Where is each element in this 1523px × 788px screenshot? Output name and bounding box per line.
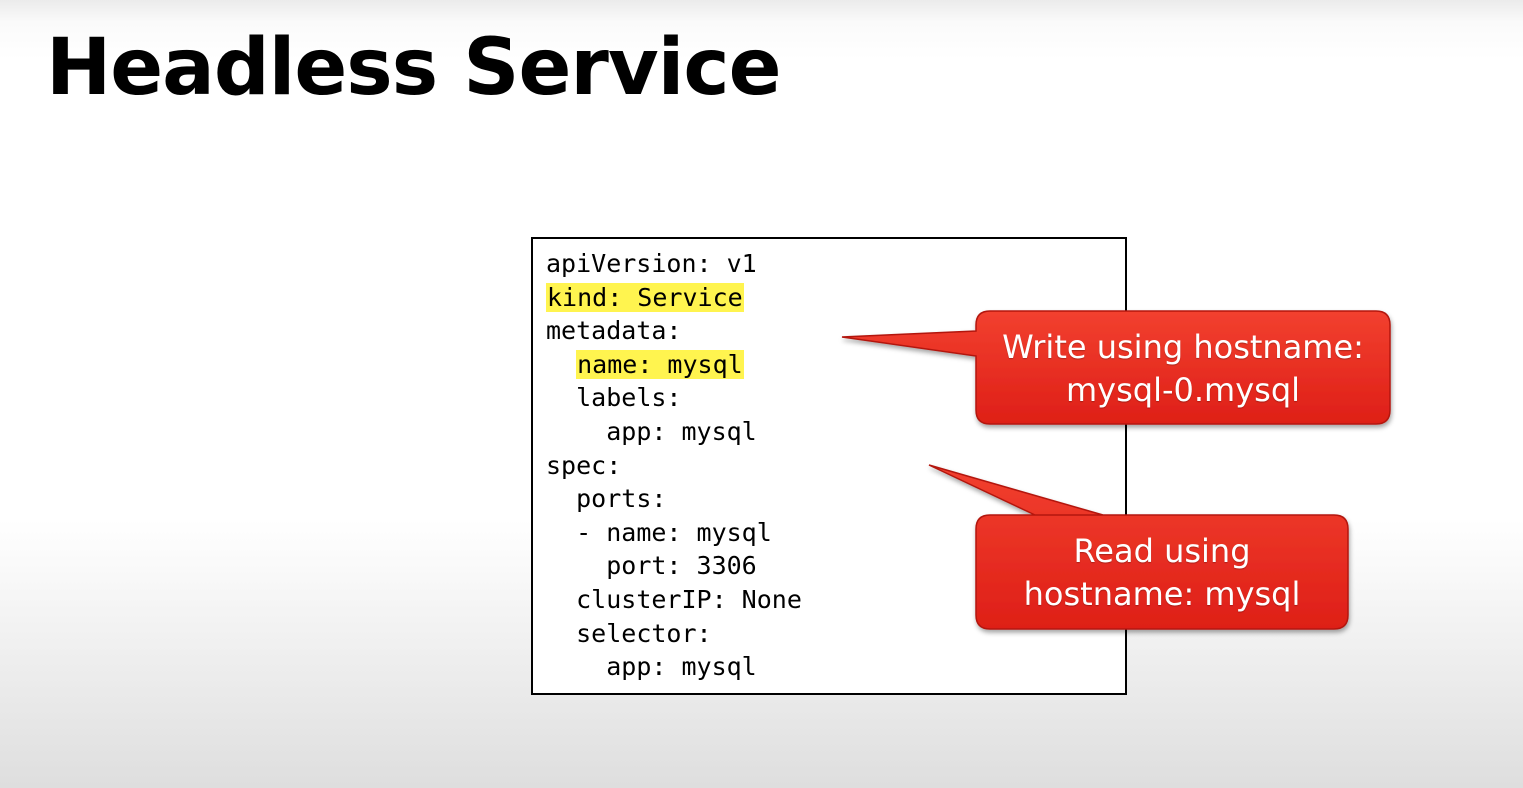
code-line: name: mysql: [546, 348, 744, 381]
code-text: selector:: [576, 619, 712, 648]
read-callout-line2: hostname: mysql: [1023, 575, 1301, 613]
code-line: ports:: [546, 482, 666, 515]
yaml-code-block: apiVersion: v1 kind: Service metadata: n…: [531, 237, 1127, 695]
code-text: labels:: [576, 383, 682, 412]
code-line: clusterIP: None: [546, 583, 802, 616]
code-line: spec:: [546, 449, 621, 482]
code-line: - name: mysql: [546, 516, 772, 549]
code-text: metadata:: [546, 316, 682, 345]
write-callout: Write using hostname: mysql-0.mysql: [976, 326, 1390, 412]
write-callout-line1: Write using hostname:: [1002, 328, 1364, 366]
code-text: app: mysql: [606, 652, 757, 681]
code-line: kind: Service: [546, 281, 744, 314]
code-line: selector:: [546, 617, 712, 650]
code-line: port: 3306: [546, 549, 757, 582]
read-callout-line1: Read using: [1073, 532, 1251, 570]
read-callout: Read using hostname: mysql: [976, 530, 1348, 616]
code-text-highlighted: kind: Service: [546, 283, 744, 312]
code-text: ports:: [576, 484, 667, 513]
code-text: - name: mysql: [576, 518, 772, 547]
code-text: apiVersion: v1: [546, 249, 757, 278]
code-text: app: mysql: [606, 417, 757, 446]
code-line: apiVersion: v1: [546, 247, 757, 280]
code-text: spec:: [546, 451, 622, 480]
code-text: clusterIP: None: [576, 585, 802, 614]
code-text: port: 3306: [606, 551, 757, 580]
write-callout-line2: mysql-0.mysql: [1065, 371, 1301, 409]
code-line: labels:: [546, 381, 681, 414]
code-line: app: mysql: [546, 415, 757, 448]
code-text-highlighted: name: mysql: [576, 350, 744, 379]
code-line: app: mysql: [546, 650, 757, 683]
code-line: metadata:: [546, 314, 681, 347]
slide-title: Headless Service: [46, 23, 782, 113]
